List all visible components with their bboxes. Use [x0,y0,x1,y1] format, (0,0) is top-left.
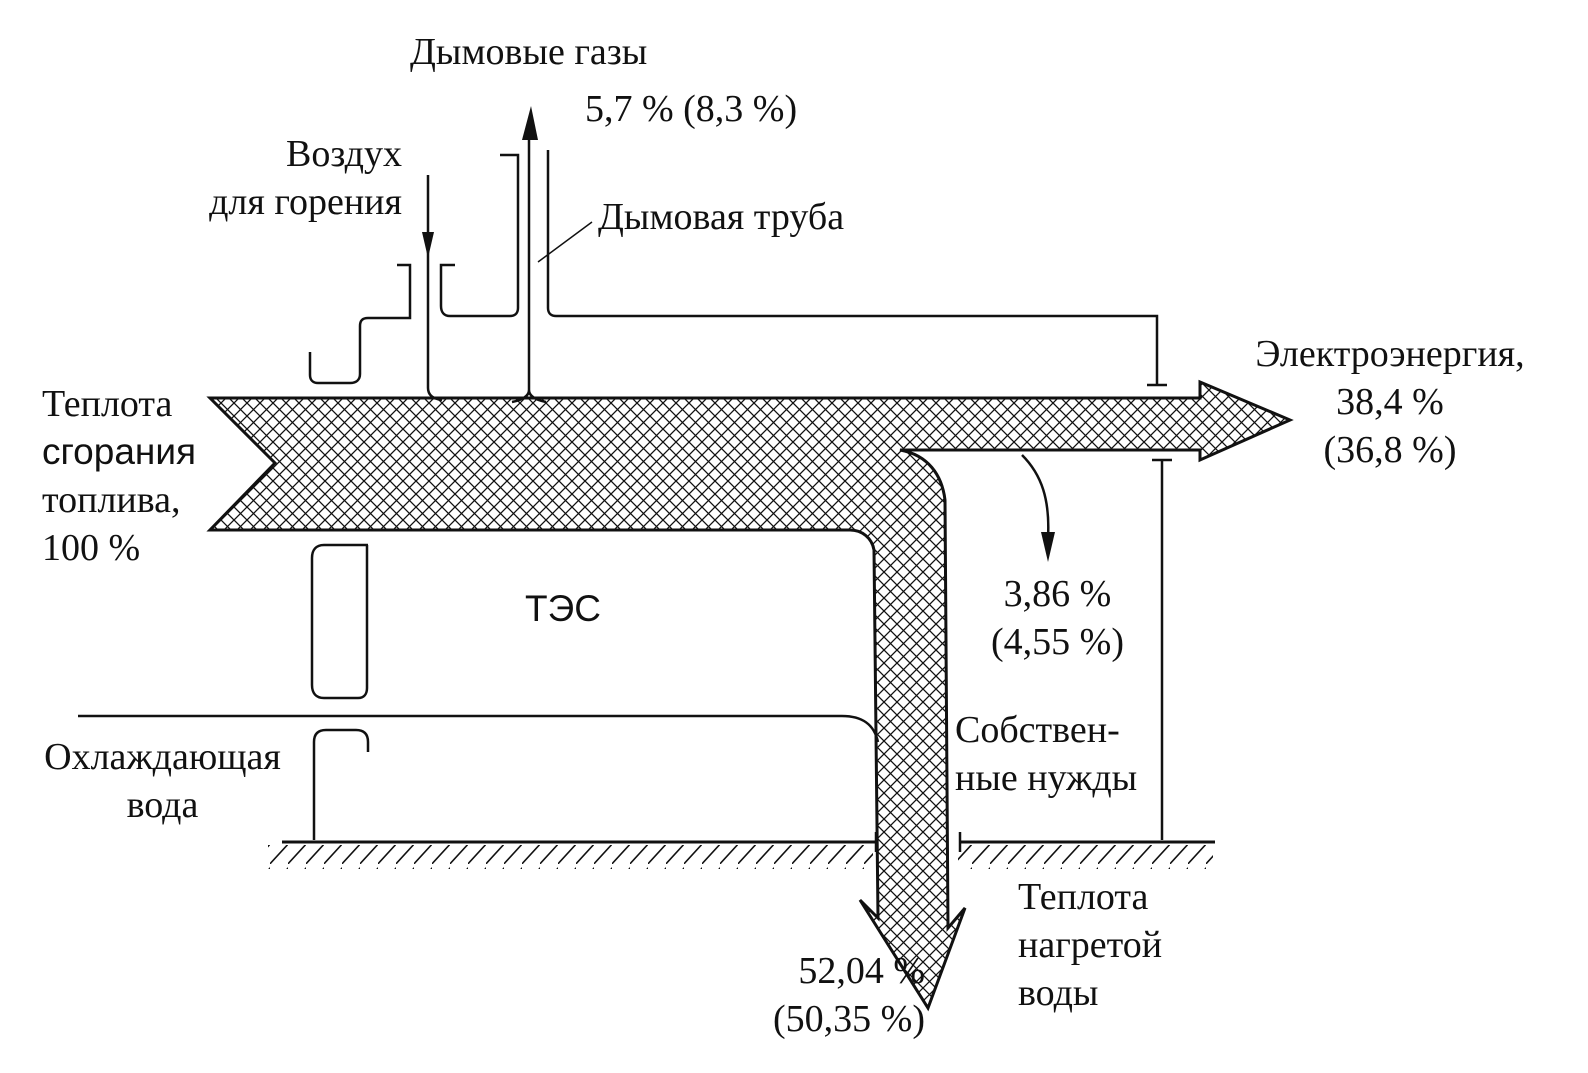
combustion-air-line2: для горения [209,181,402,223]
electricity-label: Электроэнергия, 38,4 % (36,8 %) [1235,330,1545,474]
heated-water-line2: нагретой [1018,924,1163,966]
heated-water-value: 52,04 % (50,35 %) [700,947,925,1043]
fuel-heat-line2: сгорания [42,431,197,472]
turbine-bracket [310,543,369,700]
own-needs-arrow-head [1041,532,1055,562]
boiler-outline [308,263,412,385]
fuel-heat-line1: Теплота [42,383,173,425]
own-needs-value: 3,86 % (4,55 %) [975,570,1140,666]
chimney-leader-line [537,221,593,263]
combustion-air-arrow [422,232,434,258]
fuel-heat-line4: 100 % [42,527,141,569]
own-needs-arrow-line [1021,454,1050,539]
fuel-heat-label: Теплота сгорания топлива, 100 % [42,380,196,572]
plant-label: ТЭС [525,588,601,629]
electricity-value-alt: (36,8 %) [1323,429,1457,471]
heated-water-value-line2: (50,35 %) [773,998,925,1040]
own-needs-value-line1: 3,86 % [1003,573,1112,615]
energy-flow-band [206,379,1294,1012]
cooling-water-line2: вода [126,784,199,826]
heated-water-line1: Теплота [1018,876,1149,918]
own-needs-line2: ные нужды [955,757,1138,799]
combustion-air-label: Воздух для горения [150,130,402,226]
own-needs-value-line2: (4,55 %) [991,621,1124,663]
fuel-heat-line3: топлива, [42,479,181,521]
heated-water-label: Теплота нагретой воды [1018,873,1162,1017]
combustion-air-line1: Воздух [285,133,402,175]
combustion-air-line [426,175,443,402]
chimney-duct [511,120,547,404]
plant-top-wall [546,150,1159,385]
own-needs-line1: Собствен- [955,709,1120,751]
cooling-water-line [78,714,880,743]
cooling-water-bracket [312,728,370,840]
cooling-water-line1: Охлаждающая [44,736,281,778]
cooling-water-label: Охлаждающая вода [20,733,305,829]
chimney-left-wall [439,153,520,318]
electricity-line1: Электроэнергия, [1255,333,1525,375]
electricity-value: 38,4 % [1336,381,1444,423]
heated-water-value-line1: 52,04 % [798,950,925,992]
flue-gases-value: 5,7 % (8,3 %) [585,88,798,130]
chimney-label: Дымовая труба [598,196,845,238]
flue-gases-title: Дымовые газы [410,31,648,73]
flue-gas-arrow [522,106,538,140]
own-needs-label: Собствен- ные нужды [955,706,1137,802]
heated-water-line3: воды [1018,972,1099,1014]
